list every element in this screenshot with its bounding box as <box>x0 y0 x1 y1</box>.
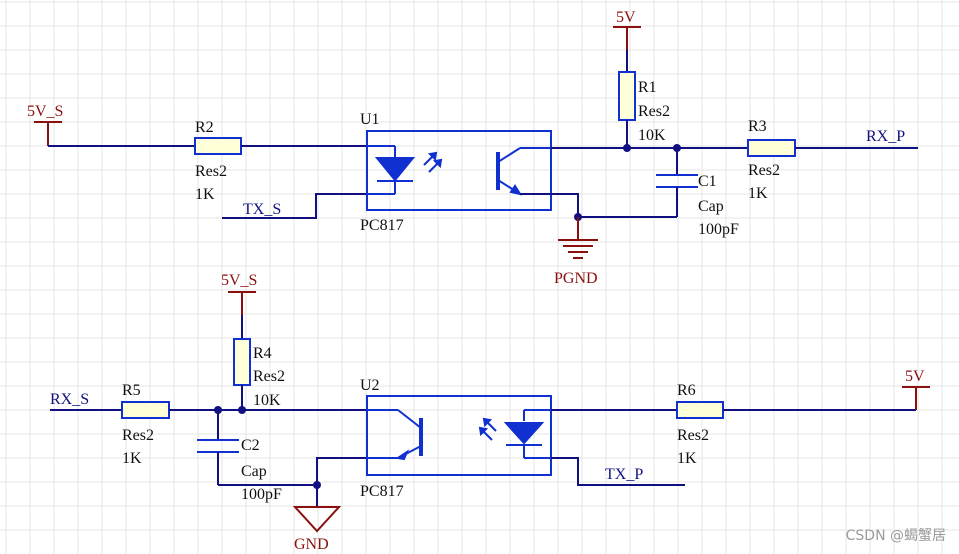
r6-type: Res2 <box>677 427 709 444</box>
phototransistor-icon <box>496 147 551 196</box>
resistor-r3: R3 Res2 1K <box>747 118 796 202</box>
led-icon <box>367 145 443 195</box>
watermark: CSDN @蝎蟹居 <box>846 528 946 544</box>
optocoupler-u1: U1 PC817 <box>360 111 552 234</box>
u2-designator: U2 <box>360 377 380 394</box>
c1-designator: C1 <box>698 173 717 190</box>
ground-label-gnd: GND <box>294 536 329 553</box>
top-circuit: 5V_S R2 Res2 1K TX_S U1 PC817 <box>27 9 918 287</box>
net-label-rx-s: RX_S <box>50 391 89 408</box>
phototransistor-icon <box>367 409 423 461</box>
resistor-r6: R6 Res2 1K <box>676 382 724 467</box>
r3-designator: R3 <box>748 118 767 135</box>
gnd-icon: GND <box>292 506 342 553</box>
net-label-rx-p: RX_P <box>866 128 905 145</box>
ground-label-pgnd: PGND <box>554 270 598 287</box>
resistor-r4: R4 Res2 10K <box>233 338 285 409</box>
r6-value: 1K <box>677 450 697 467</box>
power-label-5v-s-top: 5V_S <box>27 103 63 120</box>
resistor-r2: R2 Res2 1K <box>194 119 242 203</box>
net-label-tx-p: TX_P <box>605 466 643 483</box>
r5-designator: R5 <box>122 382 141 399</box>
c2-designator: C2 <box>241 437 260 454</box>
wire-tx-s <box>222 193 367 219</box>
r4-designator: R4 <box>253 345 272 362</box>
r1-designator: R1 <box>638 79 657 96</box>
u2-part: PC817 <box>360 483 404 500</box>
c2-value: 100pF <box>241 486 282 503</box>
pgnd-icon: PGND <box>554 239 598 287</box>
r4-value: 10K <box>253 392 281 409</box>
power-port-5v-s-bottom: 5V_S <box>221 272 257 315</box>
power-port-5v-bottom: 5V <box>902 368 930 410</box>
power-port-5v-s-top: 5V_S <box>27 103 63 146</box>
r6-designator: R6 <box>677 382 696 399</box>
power-label-5v-s-bottom: 5V_S <box>221 272 257 289</box>
c1-value: 100pF <box>698 221 739 238</box>
r4-type: Res2 <box>253 368 285 385</box>
r5-type: Res2 <box>122 427 154 444</box>
r2-value: 1K <box>195 186 215 203</box>
power-label-5v-bottom: 5V <box>905 368 925 385</box>
r1-value: 10K <box>638 127 666 144</box>
junction-dot <box>313 481 321 489</box>
r2-designator: R2 <box>195 119 214 136</box>
r1-type: Res2 <box>638 103 670 120</box>
u1-designator: U1 <box>360 111 380 128</box>
c1-type: Cap <box>698 198 724 215</box>
capacitor-c2: C2 Cap 100pF <box>197 410 282 503</box>
led-icon <box>478 409 551 459</box>
bottom-circuit: RX_S R5 Res2 1K 5V_S R4 Res2 10K <box>50 272 930 553</box>
c2-type: Cap <box>241 463 267 480</box>
optocoupler-u2: U2 PC817 <box>360 377 552 500</box>
r5-value: 1K <box>122 450 142 467</box>
u1-part: PC817 <box>360 217 404 234</box>
wire-tx-p <box>551 457 685 486</box>
wire <box>316 457 367 507</box>
power-label-5v-top: 5V <box>616 9 636 26</box>
r3-value: 1K <box>748 185 768 202</box>
wire <box>551 193 677 218</box>
r3-type: Res2 <box>748 162 780 179</box>
r2-type: Res2 <box>195 163 227 180</box>
capacitor-c1: C1 Cap 100pF <box>656 148 739 238</box>
resistor-r5: R5 Res2 1K <box>121 382 170 467</box>
power-port-5v-top: 5V <box>613 9 641 50</box>
net-label-tx-s: TX_S <box>243 201 281 218</box>
